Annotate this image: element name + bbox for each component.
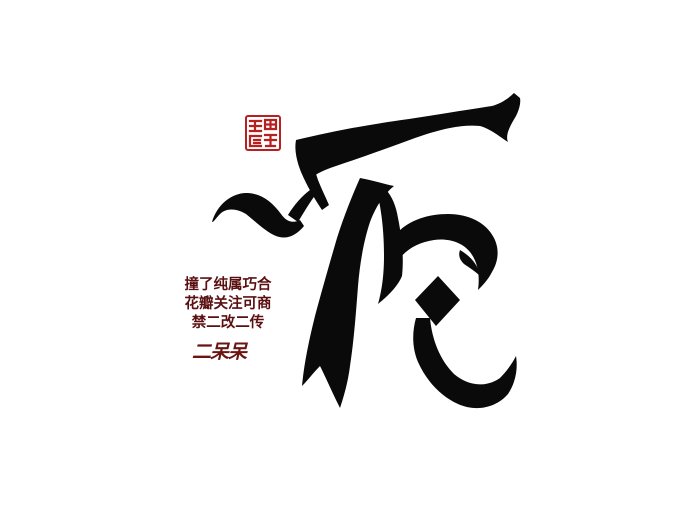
stroke-right-upper bbox=[378, 190, 403, 304]
caption-line: 花瓣关注可商 bbox=[184, 295, 272, 312]
stroke-top-sweep bbox=[296, 93, 521, 182]
stroke-right-dot bbox=[459, 250, 480, 276]
stroke-left-tick bbox=[288, 190, 316, 222]
stroke-lower-tail bbox=[413, 318, 517, 409]
red-seal-stamp bbox=[245, 115, 281, 151]
caption-line: 撞了纯属巧合 bbox=[184, 276, 272, 293]
stroke-lower-diamond bbox=[415, 276, 460, 326]
caption-block: 撞了纯属巧合 花瓣关注可商 禁二改二传 bbox=[172, 275, 284, 332]
stroke-left-flick bbox=[212, 192, 304, 238]
artist-signature: 二呆呆 bbox=[192, 341, 247, 363]
stroke-right-curl bbox=[398, 214, 498, 290]
stroke-main-vertical bbox=[302, 178, 394, 408]
stroke-hairline bbox=[318, 334, 344, 366]
caption-line: 禁二改二传 bbox=[191, 314, 265, 331]
stroke-top-hook bbox=[295, 140, 329, 210]
